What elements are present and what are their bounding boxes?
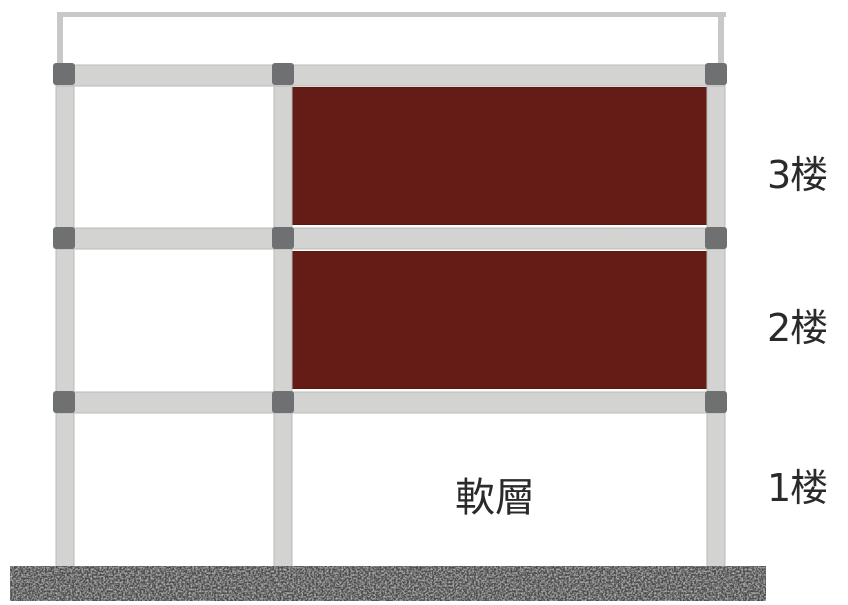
- joint: [272, 391, 294, 413]
- column-right: [706, 67, 726, 571]
- joint: [705, 391, 727, 413]
- joint: [705, 227, 727, 249]
- column-left: [55, 67, 75, 571]
- beam-roof: [55, 64, 726, 87]
- roof-post-right: [718, 12, 724, 68]
- wall-floor-3: [290, 86, 709, 226]
- ground: [10, 566, 766, 601]
- infill-walls: [290, 86, 709, 390]
- joints: [53, 63, 727, 413]
- roof-post-left: [57, 12, 63, 68]
- roof-railing: [57, 12, 726, 68]
- joint: [53, 391, 75, 413]
- column-middle: [273, 67, 293, 571]
- beam-floor-2: [55, 391, 726, 414]
- floor-label-3: 3楼: [767, 153, 828, 197]
- floor-label-1: 1楼: [767, 466, 828, 510]
- joint: [272, 63, 294, 85]
- soft-story-label: 軟層: [455, 475, 535, 521]
- joint: [53, 227, 75, 249]
- beam-floor-3: [55, 227, 726, 250]
- wall-floor-2: [290, 250, 709, 390]
- roof-rail-top: [57, 12, 726, 17]
- floor-label-2: 2楼: [767, 306, 828, 350]
- joint: [53, 63, 75, 85]
- joint: [705, 63, 727, 85]
- joint: [272, 227, 294, 249]
